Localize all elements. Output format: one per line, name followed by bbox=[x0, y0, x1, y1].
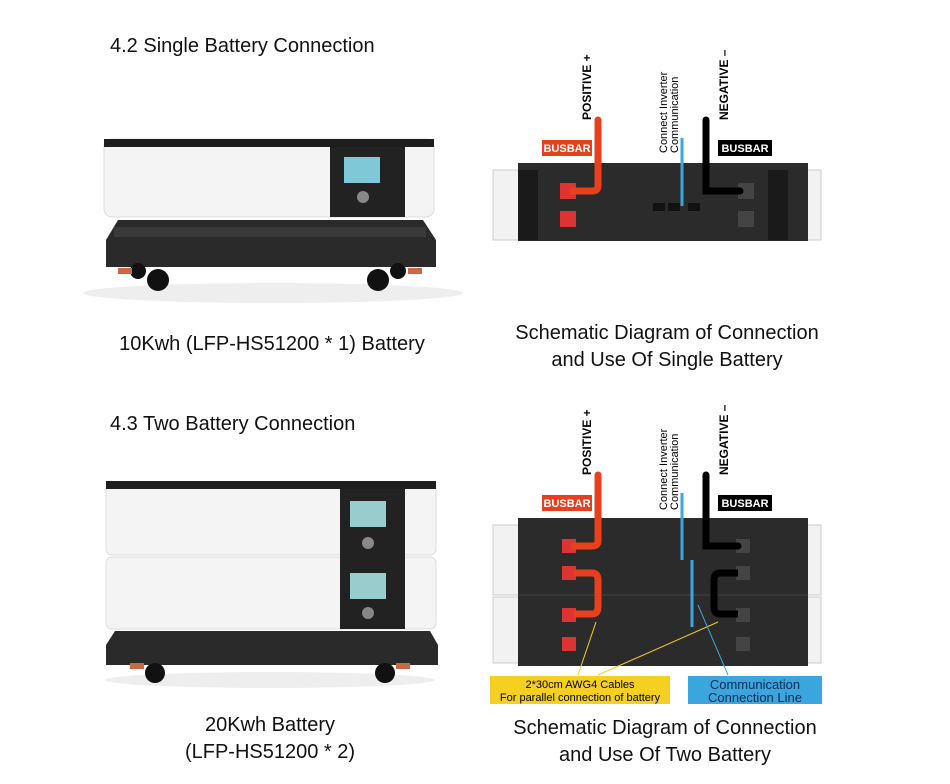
diagram-two: BUSBAR BUSBAR POSITIVE + NEGATIVE – Conn… bbox=[490, 405, 822, 705]
diagram-single: BUSBAR BUSBAR POSITIVE + NEGATIVE – Conn… bbox=[492, 49, 822, 241]
positive-label: POSITIVE + bbox=[580, 409, 594, 475]
busbar-positive-label: BUSBAR bbox=[543, 143, 590, 155]
product-caption-single: 10Kwh (LFP-HS51200 * 1) Battery bbox=[119, 333, 425, 355]
negative-cable bbox=[702, 471, 742, 550]
battery-image-single bbox=[83, 138, 463, 303]
busbar-positive-label: BUSBAR bbox=[543, 498, 590, 510]
diagram-caption-single: Schematic Diagram of Connection and Use … bbox=[467, 320, 867, 374]
cables-label-line2: For parallel connection of battery bbox=[500, 692, 661, 704]
product-caption-two-line2: (LFP-HS51200 * 2) bbox=[184, 741, 356, 763]
negative-label: NEGATIVE – bbox=[717, 405, 731, 475]
diagram-caption-two-line2: and Use Of Two Battery bbox=[559, 744, 771, 766]
negative-label: NEGATIVE – bbox=[717, 49, 731, 120]
section-heading-two: 4.3 Two Battery Connection bbox=[110, 413, 356, 435]
cables-label-line1: 2*30cm AWG4 Cables bbox=[525, 679, 635, 691]
comm-label-line1: Connect Inverter bbox=[658, 428, 670, 510]
parallel-negative-cable bbox=[710, 569, 738, 618]
negative-cable bbox=[702, 116, 744, 195]
positive-cable bbox=[570, 471, 602, 550]
busbar-negative-label: BUSBAR bbox=[721, 498, 768, 510]
diagram-caption-single-line1: Schematic Diagram of Connection bbox=[515, 322, 819, 344]
diagram-caption-single-line2: and Use Of Single Battery bbox=[551, 349, 783, 371]
product-caption-two: 20Kwh Battery (LFP-HS51200 * 2) bbox=[70, 712, 470, 766]
comm-connection-label-line2: Connection Line bbox=[708, 690, 802, 705]
comm-label-line2: Communication bbox=[669, 434, 681, 510]
comm-label-line1: Connect Inverter bbox=[658, 71, 670, 153]
product-caption-two-line1: 20Kwh Battery bbox=[204, 714, 336, 736]
busbar-negative-label: BUSBAR bbox=[721, 143, 768, 155]
positive-cable bbox=[569, 116, 602, 195]
battery-image-two bbox=[105, 481, 438, 688]
diagram-caption-two-line1: Schematic Diagram of Connection bbox=[513, 717, 817, 739]
positive-label: POSITIVE + bbox=[580, 54, 594, 120]
section-heading-single: 4.2 Single Battery Connection bbox=[110, 35, 375, 57]
diagram-caption-two: Schematic Diagram of Connection and Use … bbox=[465, 715, 865, 769]
parallel-positive-cable bbox=[574, 569, 602, 618]
comm-connection-label-line1: Communication bbox=[710, 677, 800, 692]
comm-label-line2: Communication bbox=[669, 77, 681, 153]
